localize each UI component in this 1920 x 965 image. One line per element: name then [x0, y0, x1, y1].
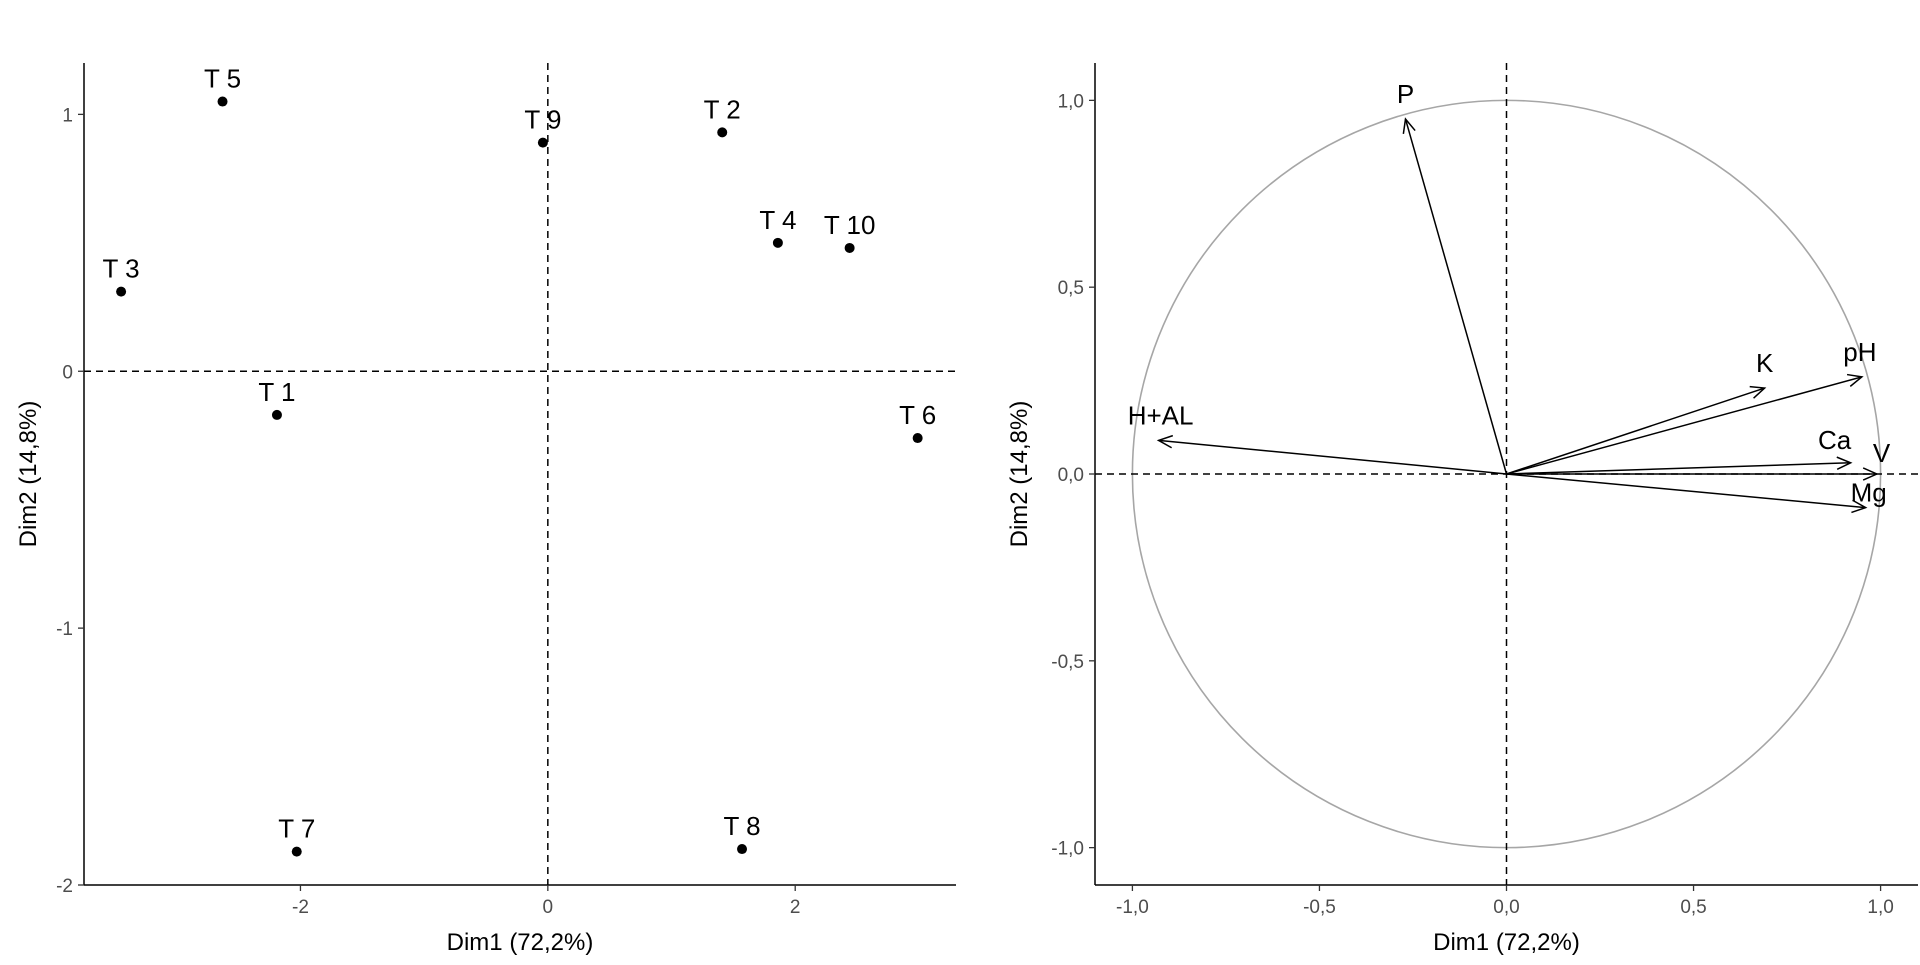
- data-point: [844, 242, 855, 253]
- y-tick-label: -2: [56, 876, 73, 897]
- y-tick-label: 1,0: [1058, 91, 1084, 112]
- arrow-head: [1851, 499, 1868, 514]
- x-tick-label: 0: [543, 897, 554, 918]
- variable-arrow: [1506, 456, 1853, 475]
- x-tick-label: -0,5: [1303, 897, 1336, 918]
- arrow-shaft: [1506, 473, 1866, 509]
- variable-label: Mg: [1851, 478, 1887, 508]
- arrow-head: [1156, 434, 1174, 449]
- data-point: [217, 96, 228, 107]
- y-tick-label: 1: [62, 105, 73, 126]
- arrow-head: [1749, 385, 1767, 399]
- x-axis-title: Dim1 (72,2%): [1433, 929, 1580, 956]
- variable-label: pH: [1843, 337, 1876, 367]
- data-point-label: T 9: [524, 105, 561, 135]
- variable-arrow: [1506, 373, 1864, 475]
- x-tick-label: 0,5: [1680, 897, 1706, 918]
- data-point-label: T 3: [103, 254, 140, 284]
- data-point-label: T 7: [278, 814, 315, 844]
- y-tick-label: 0,0: [1058, 465, 1084, 486]
- arrow-head: [1846, 373, 1864, 387]
- arrow-shaft: [1506, 376, 1863, 475]
- y-tick-label: 0,5: [1058, 278, 1084, 299]
- arrow-shaft: [1506, 462, 1851, 475]
- data-point-label: T 10: [824, 210, 876, 240]
- y-axis-title: Dim2 (14,8%): [15, 401, 42, 548]
- data-point-label: T 4: [759, 205, 796, 235]
- data-point: [737, 844, 748, 855]
- data-point-label: T 5: [204, 64, 241, 94]
- y-axis-title: Dim2 (14,8%): [1006, 401, 1033, 548]
- arrow-shaft: [1506, 387, 1765, 475]
- data-point: [717, 127, 728, 138]
- variable-arrow: [1506, 473, 1868, 514]
- x-axis-title: Dim1 (72,2%): [447, 929, 594, 956]
- variable-label: Ca: [1818, 425, 1852, 455]
- variable-label: V: [1873, 438, 1891, 468]
- variable-label: H+AL: [1128, 400, 1194, 430]
- variable-label: P: [1397, 79, 1414, 109]
- y-tick-label: 0: [62, 362, 73, 383]
- data-point-label: T 2: [704, 94, 741, 124]
- x-tick-label: -2: [292, 897, 309, 918]
- variable-label: K: [1756, 348, 1774, 378]
- data-point-label: T 6: [899, 400, 936, 430]
- x-tick-label: 1,0: [1867, 897, 1893, 918]
- data-point: [271, 409, 282, 420]
- y-tick-label: -1: [56, 619, 73, 640]
- arrow-head: [1836, 456, 1853, 471]
- data-point: [291, 846, 302, 857]
- data-point-label: T 1: [258, 377, 295, 407]
- data-point: [912, 433, 923, 444]
- variable-arrow: [1156, 434, 1507, 475]
- data-point: [772, 237, 783, 248]
- x-tick-label: -1,0: [1116, 897, 1149, 918]
- x-tick-label: 2: [790, 897, 801, 918]
- arrow-shaft: [1404, 118, 1508, 475]
- variable-arrow: [1402, 117, 1508, 475]
- y-tick-label: -1,0: [1051, 839, 1084, 860]
- arrow-head: [1862, 467, 1879, 481]
- arrow-shaft: [1158, 439, 1507, 475]
- data-point: [537, 137, 548, 148]
- variable-arrow: [1506, 385, 1767, 475]
- data-point: [116, 286, 127, 297]
- y-tick-label: -0,5: [1051, 652, 1084, 673]
- variable-arrow: [1506, 467, 1879, 481]
- data-point-label: T 8: [723, 811, 760, 841]
- x-tick-label: 0,0: [1493, 897, 1519, 918]
- arrow-head: [1402, 117, 1416, 134]
